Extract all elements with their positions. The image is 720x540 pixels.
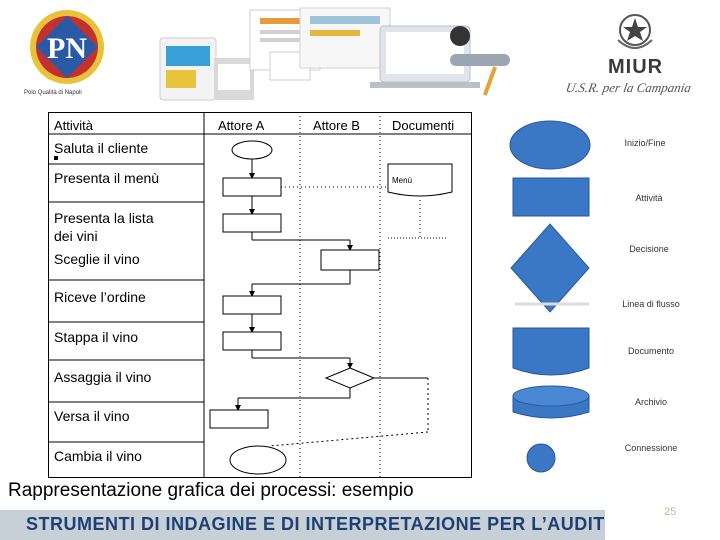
activity-row: Presenta il menù [54,170,160,186]
activity-box [222,295,282,315]
activity-row: Riceve l’ordine [54,289,146,305]
legend-label: Connessione [624,443,678,453]
activity-box [222,177,282,197]
end-ellipse [229,445,287,475]
document-shape [387,163,453,197]
legend-label: Documento [627,346,675,356]
process-symbol [512,177,590,217]
usr-campania-subtitle: U.S.R. per la Campania [564,80,693,95]
svg-text:PN: PN [47,32,87,65]
decision-symbol [510,223,590,313]
italian-republic-emblem [617,14,653,49]
miur-title: MIUR [608,56,664,78]
activity-box [222,331,282,351]
activity-row: Cambia il vino [54,448,142,464]
polo-qualita-logo: PN [30,10,104,84]
document-label: Menù [392,176,413,185]
header-actor-b: Attore B [313,118,360,133]
header-actor-a: Attore A [218,118,265,133]
activity-row: Saluta il cliente [54,140,149,156]
legend-label: Inizio/Fine [624,138,666,148]
terminator-symbol [509,120,591,170]
office-illustration [150,6,520,110]
activity-box [209,409,269,429]
decision-diamond [324,367,376,389]
legend-label: Archivio [634,397,667,407]
start-ellipse [231,140,273,160]
activity-box [320,249,380,271]
footer-banner [0,510,605,540]
table-frame [48,112,472,478]
logo-caption: Polo Qualità di Napoli [24,90,82,96]
legend-label: Linea di flusso [622,299,680,309]
bullet-marker [54,156,58,160]
slide-caption: Rappresentazione grafica dei processi: e… [8,480,414,501]
activity-row: Assaggia il vino [54,369,152,385]
activity-row: Presenta la lista [54,210,154,226]
connector-symbol [526,443,556,473]
activity-row: Versa il vino [54,408,130,424]
activity-row: dei vini [54,228,98,244]
activity-row: Stappa il vino [54,329,139,345]
document-symbol [512,327,590,376]
activity-box [222,213,282,233]
header-activity: Attività [54,118,94,133]
legend-label: Decisione [629,244,669,254]
flowchart-symbol-legend [509,120,591,473]
header-documents: Documenti [392,118,455,133]
footer-banner-text: STRUMENTI DI INDAGINE E DI INTERPRETAZIO… [26,514,605,534]
process-flowchart-table [48,112,472,478]
page-number: 25 [664,506,677,518]
activity-row: Sceglie il vino [54,251,140,267]
legend-label: Attività [635,193,663,203]
